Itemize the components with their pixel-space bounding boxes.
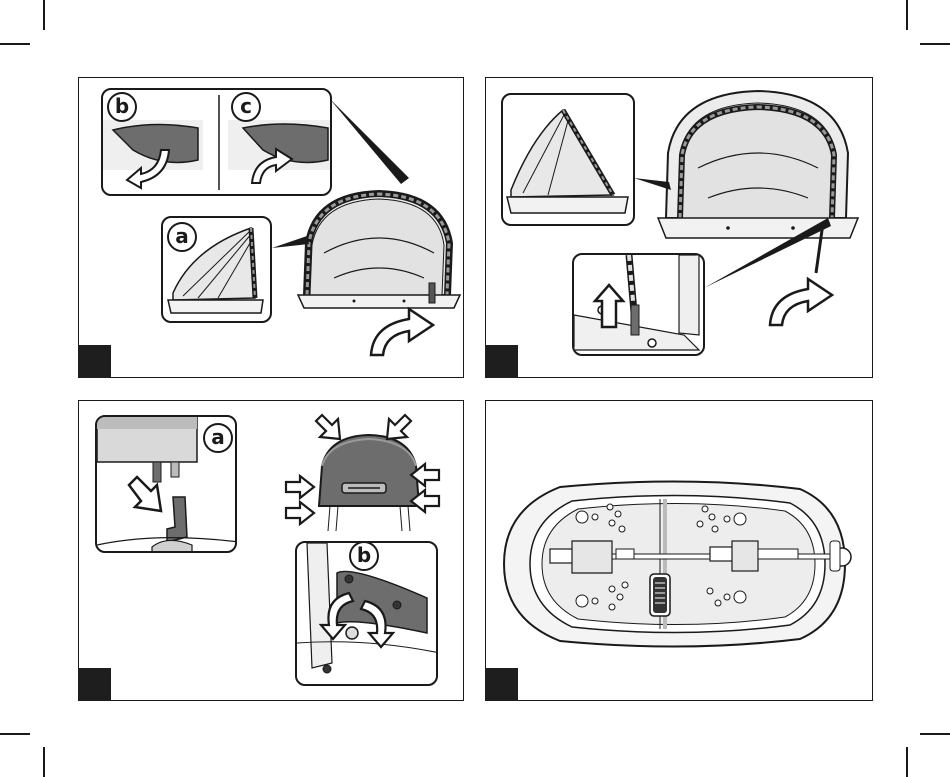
- callout-label-c: c: [231, 92, 261, 122]
- callout-label-b: b: [107, 92, 137, 122]
- press-arrow-icon: [409, 463, 441, 487]
- folded-canopy-illustration: [503, 95, 635, 226]
- press-arrow-icon: [383, 411, 415, 443]
- callout-label-a: a: [203, 423, 233, 453]
- curved-arrow-icon: [359, 599, 395, 649]
- step-number-box: [78, 345, 111, 378]
- press-arrow-icon: [284, 501, 316, 525]
- canopy-pad-illustration: [314, 431, 424, 531]
- step-number-box: [78, 668, 111, 701]
- callout-a: a: [95, 415, 237, 553]
- straight-arrow-icon: [125, 475, 165, 515]
- straight-arrow-icon: [594, 283, 624, 328]
- curved-arrow-icon: [123, 148, 173, 188]
- callout-label-b: b: [349, 541, 379, 571]
- curved-arrow-icon: [369, 303, 439, 358]
- press-arrow-icon: [312, 411, 344, 443]
- curved-arrow-icon: [248, 145, 298, 185]
- crop-mark: [906, 747, 908, 777]
- instruction-panel-3: a b: [78, 400, 464, 701]
- callout-bc: b c: [101, 88, 332, 196]
- crop-mark: [43, 0, 45, 30]
- curved-arrow-icon: [768, 273, 838, 328]
- base-underside-illustration: [500, 479, 870, 649]
- crop-mark: [43, 747, 45, 777]
- callout-b: b: [295, 541, 438, 686]
- step-number-box: [485, 668, 518, 701]
- callout-folded-canopy: [501, 93, 635, 226]
- crop-mark: [0, 733, 30, 735]
- step-number-box: [485, 345, 518, 378]
- press-arrow-icon: [409, 489, 441, 513]
- crop-mark: [0, 43, 30, 45]
- press-arrow-icon: [284, 475, 316, 499]
- curved-arrow-icon: [319, 591, 355, 641]
- crop-mark: [920, 43, 950, 45]
- callout-rod-insert: [572, 253, 705, 356]
- callout-label-a: a: [167, 222, 197, 252]
- callout-a: a: [161, 216, 272, 323]
- crop-mark: [920, 733, 950, 735]
- crop-mark: [906, 0, 908, 30]
- instruction-panel-1: b c a: [78, 77, 464, 378]
- instruction-panel-4: [485, 400, 873, 701]
- instruction-panel-2: [485, 77, 873, 378]
